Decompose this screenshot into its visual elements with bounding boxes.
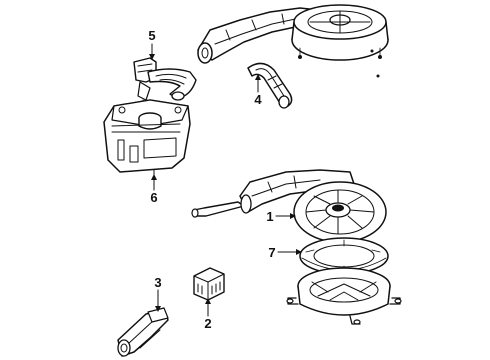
- part-6-reservoir: [103, 99, 191, 181]
- lower-air-cleaner-assembly: [191, 169, 402, 325]
- callout-leaders: [149, 43, 302, 317]
- callout-6: 6: [150, 190, 157, 205]
- callout-4: 4: [254, 92, 262, 107]
- callout-1: 1: [266, 209, 273, 224]
- part-2-relay: [193, 267, 225, 301]
- part-4-hose: [247, 62, 293, 109]
- callout-5: 5: [148, 28, 155, 43]
- upper-air-cleaner-assembly: [197, 4, 389, 78]
- part-3-elbow-duct: [117, 307, 169, 357]
- callout-7: 7: [268, 245, 275, 260]
- part-5-sensor-hose: [133, 57, 197, 115]
- callout-3: 3: [154, 275, 161, 290]
- callout-2: 2: [204, 316, 211, 331]
